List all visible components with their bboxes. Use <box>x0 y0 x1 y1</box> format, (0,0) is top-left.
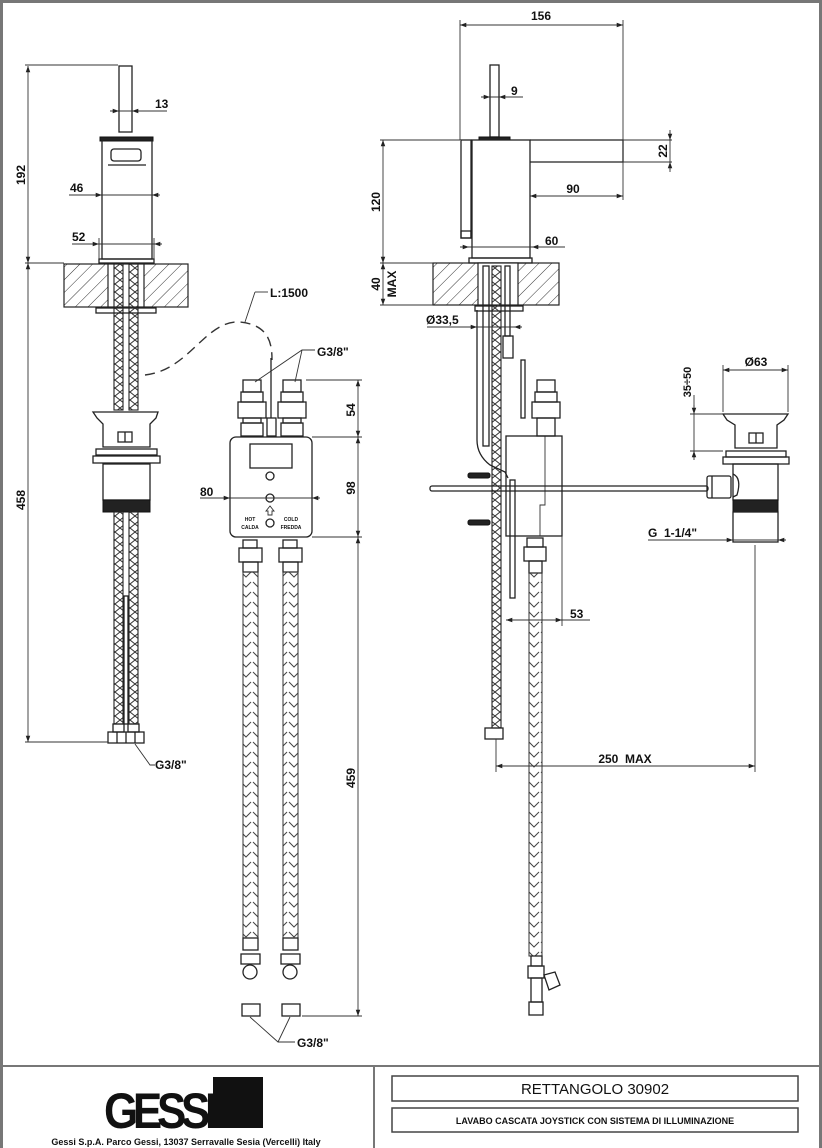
side-joystick-lever <box>489 64 500 138</box>
dim-deck-40: 40 <box>369 277 383 291</box>
company-address: Gessi S.p.A. Parco Gessi, 13037 Serraval… <box>51 1137 320 1147</box>
dim-box-98: 98 <box>344 481 358 495</box>
faucet-body <box>101 139 153 260</box>
product-description-box <box>391 1107 799 1133</box>
waste-valve-body <box>732 463 779 501</box>
control-box-view: L:1500 G3/8" HOT CALDA COL <box>200 286 362 1050</box>
side-faucet-body <box>471 139 531 259</box>
dim-lever-13: 13 <box>155 97 169 111</box>
front-connection-thread: G3/8" <box>155 758 187 772</box>
base-flange <box>98 258 155 264</box>
dim-spout-22: 22 <box>656 144 670 158</box>
product-description: LAVABO CASCATA JOYSTICK CON SISTEMA DI I… <box>456 1116 734 1126</box>
dim-box-width-80: 80 <box>200 485 214 499</box>
inlet-fitting-cold <box>277 379 307 437</box>
dim-length-156: 156 <box>531 9 551 23</box>
inlet-thread-label: G3/8" <box>317 345 349 359</box>
dim-body-120: 120 <box>369 192 383 212</box>
screw-top <box>265 471 275 481</box>
label-cold: COLD <box>284 517 299 523</box>
supply-hose-right <box>128 263 139 411</box>
dim-body-46: 46 <box>70 181 84 195</box>
lever-cap <box>99 136 154 142</box>
side-view: 156 9 22 120 40 MAX 90 60 Ø33,5 53 <box>369 9 756 1016</box>
dim-deck-max: MAX <box>385 271 399 298</box>
dim-base-60: 60 <box>545 234 559 248</box>
brand-square <box>213 1077 263 1128</box>
product-title: RETTANGOLO 30902 <box>521 1081 669 1098</box>
supply-hose-left <box>113 263 124 411</box>
control-box-body <box>229 436 313 538</box>
waste-thread <box>102 499 151 513</box>
outlet-thread-label: G3/8" <box>297 1036 329 1050</box>
joystick-lever <box>118 65 133 133</box>
dim-lever-9: 9 <box>511 84 518 98</box>
waste-thread-label: G 1-1/4" <box>648 526 697 540</box>
waste-body <box>102 463 151 501</box>
led-cable-dashed <box>144 321 273 376</box>
dim-waste-63: Ø63 <box>745 355 768 369</box>
popup-rod <box>429 485 709 492</box>
brand-wordmark: GESSI <box>104 1083 215 1139</box>
cable-length-label: L:1500 <box>270 286 308 300</box>
front-view: 192 458 13 46 52 G3/8" <box>14 64 273 772</box>
dim-base-52: 52 <box>72 230 86 244</box>
waste-head <box>91 411 159 448</box>
dim-hose-459: 459 <box>344 768 358 788</box>
screw-bottom <box>265 518 275 528</box>
wall-anchor-top <box>467 472 491 479</box>
gessi-logo: GESSI <box>104 1077 263 1139</box>
dim-hole-33-5: Ø33,5 <box>426 313 459 327</box>
dim-fitting-54: 54 <box>344 403 358 417</box>
side-valve <box>543 971 561 991</box>
waste-valve-head <box>721 413 790 449</box>
title-block: GESSI Gessi S.p.A. Parco Gessi, 13037 Se… <box>0 1065 822 1148</box>
dim-rod-250-max: 250 MAX <box>598 752 651 766</box>
cartridge-window <box>110 148 142 162</box>
label-hot: HOT <box>245 517 256 523</box>
product-title-box <box>391 1075 799 1102</box>
dim-offset-53: 53 <box>570 607 584 621</box>
waste-valve-thread <box>732 499 779 513</box>
dim-front-height-458: 458 <box>14 490 28 510</box>
side-supply-hose <box>491 265 502 729</box>
dim-front-height-192: 192 <box>14 165 28 185</box>
wall-anchor-bottom <box>467 519 491 526</box>
cascade-spout <box>530 139 624 163</box>
label-calda: CALDA <box>241 525 259 531</box>
outlet-hose-hot <box>238 539 263 1017</box>
led-display-window <box>249 443 293 469</box>
side-outlet-hose <box>528 572 543 957</box>
dim-reach-90: 90 <box>566 182 580 196</box>
dim-waste-height-range: 35÷50 <box>682 367 694 398</box>
side-inlet-fitting <box>531 379 561 437</box>
outlet-hose-cold <box>278 539 303 1017</box>
flow-arrow-icon <box>265 505 275 516</box>
waste-valve-view: Ø63 35÷50 G 1-1/4" <box>648 355 790 543</box>
inlet-fitting-hot <box>237 379 267 437</box>
label-fredda: FREDDA <box>281 525 302 531</box>
